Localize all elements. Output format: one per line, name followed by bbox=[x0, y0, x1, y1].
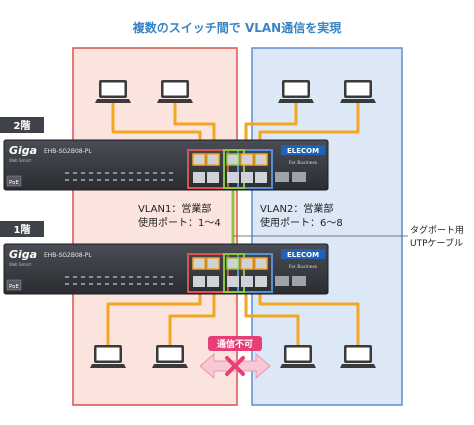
laptop-icon bbox=[340, 345, 376, 368]
sfp-port bbox=[292, 172, 306, 182]
laptop-icon bbox=[278, 80, 314, 103]
poe-label: PoE bbox=[9, 180, 19, 186]
laptop-icon bbox=[157, 80, 193, 103]
brand-label: ELECOM bbox=[287, 251, 319, 259]
blocked-badge bbox=[208, 336, 262, 351]
port-block bbox=[192, 257, 268, 287]
poe-badge bbox=[6, 175, 22, 187]
sfp-port bbox=[275, 276, 289, 286]
brand-plate bbox=[281, 145, 325, 155]
vlan1-name: VLAN1：営業部 bbox=[138, 202, 211, 215]
blocked-label: 通信不可 bbox=[217, 338, 253, 350]
laptop-icon bbox=[340, 80, 376, 103]
vlan1-port-group bbox=[187, 253, 229, 293]
vlan1-port-group bbox=[187, 149, 229, 189]
brand-plate bbox=[281, 249, 325, 259]
switch-upper: Giga Web Smart EHB-SG2B08-PL PoE ELECOM … bbox=[3, 139, 329, 191]
poe-label: PoE bbox=[9, 284, 19, 290]
laptop-icon bbox=[95, 80, 131, 103]
port-block bbox=[192, 153, 268, 183]
cross-icon bbox=[225, 356, 245, 376]
tag-callout-line2: UTPケーブル bbox=[410, 237, 463, 249]
diagram-title: 複数のスイッチ間で VLAN通信を実現 bbox=[132, 20, 341, 35]
switch-lower: Giga Web Smart EHB-SG2B08-PL PoE ELECOM … bbox=[3, 243, 329, 295]
brand-label: ELECOM bbox=[287, 147, 319, 155]
vlan2-ports: 使用ポート：6～8 bbox=[260, 216, 343, 229]
vlan2-port-group bbox=[237, 253, 273, 293]
floor-1-label: 1階 bbox=[14, 223, 31, 236]
poe-badge bbox=[6, 279, 22, 291]
vlan2-name: VLAN2：営業部 bbox=[260, 202, 333, 215]
laptop-icon bbox=[152, 345, 188, 368]
tag-port-group bbox=[223, 149, 245, 189]
giga-subtitle: Web Smart bbox=[9, 262, 32, 267]
brand-subtitle: For Business bbox=[289, 264, 318, 270]
tag-callout-line1: タグポート用 bbox=[410, 224, 464, 236]
tag-port-group bbox=[223, 253, 245, 293]
laptop-icon bbox=[280, 345, 316, 368]
status-leds bbox=[65, 172, 173, 181]
laptop-icon bbox=[90, 345, 126, 368]
sfp-port bbox=[275, 172, 289, 182]
giga-logo: Giga bbox=[9, 144, 37, 157]
floor-2-badge bbox=[0, 117, 44, 133]
floor-2-label: 2階 bbox=[14, 119, 31, 132]
brand-subtitle: For Business bbox=[289, 160, 318, 166]
vlan1-ports: 使用ポート：1～4 bbox=[138, 216, 221, 229]
giga-logo: Giga bbox=[9, 248, 37, 261]
status-leds bbox=[65, 276, 173, 285]
model-label: EHB-SG2B08-PL bbox=[44, 148, 92, 155]
blocked-communication: 通信不可 bbox=[199, 336, 271, 380]
vlan2-port-group bbox=[237, 149, 273, 189]
sfp-port bbox=[292, 276, 306, 286]
giga-subtitle: Web Smart bbox=[9, 158, 32, 163]
floor-1-badge bbox=[0, 221, 44, 237]
vlan2-region bbox=[251, 47, 403, 406]
model-label: EHB-SG2B08-PL bbox=[44, 252, 92, 259]
